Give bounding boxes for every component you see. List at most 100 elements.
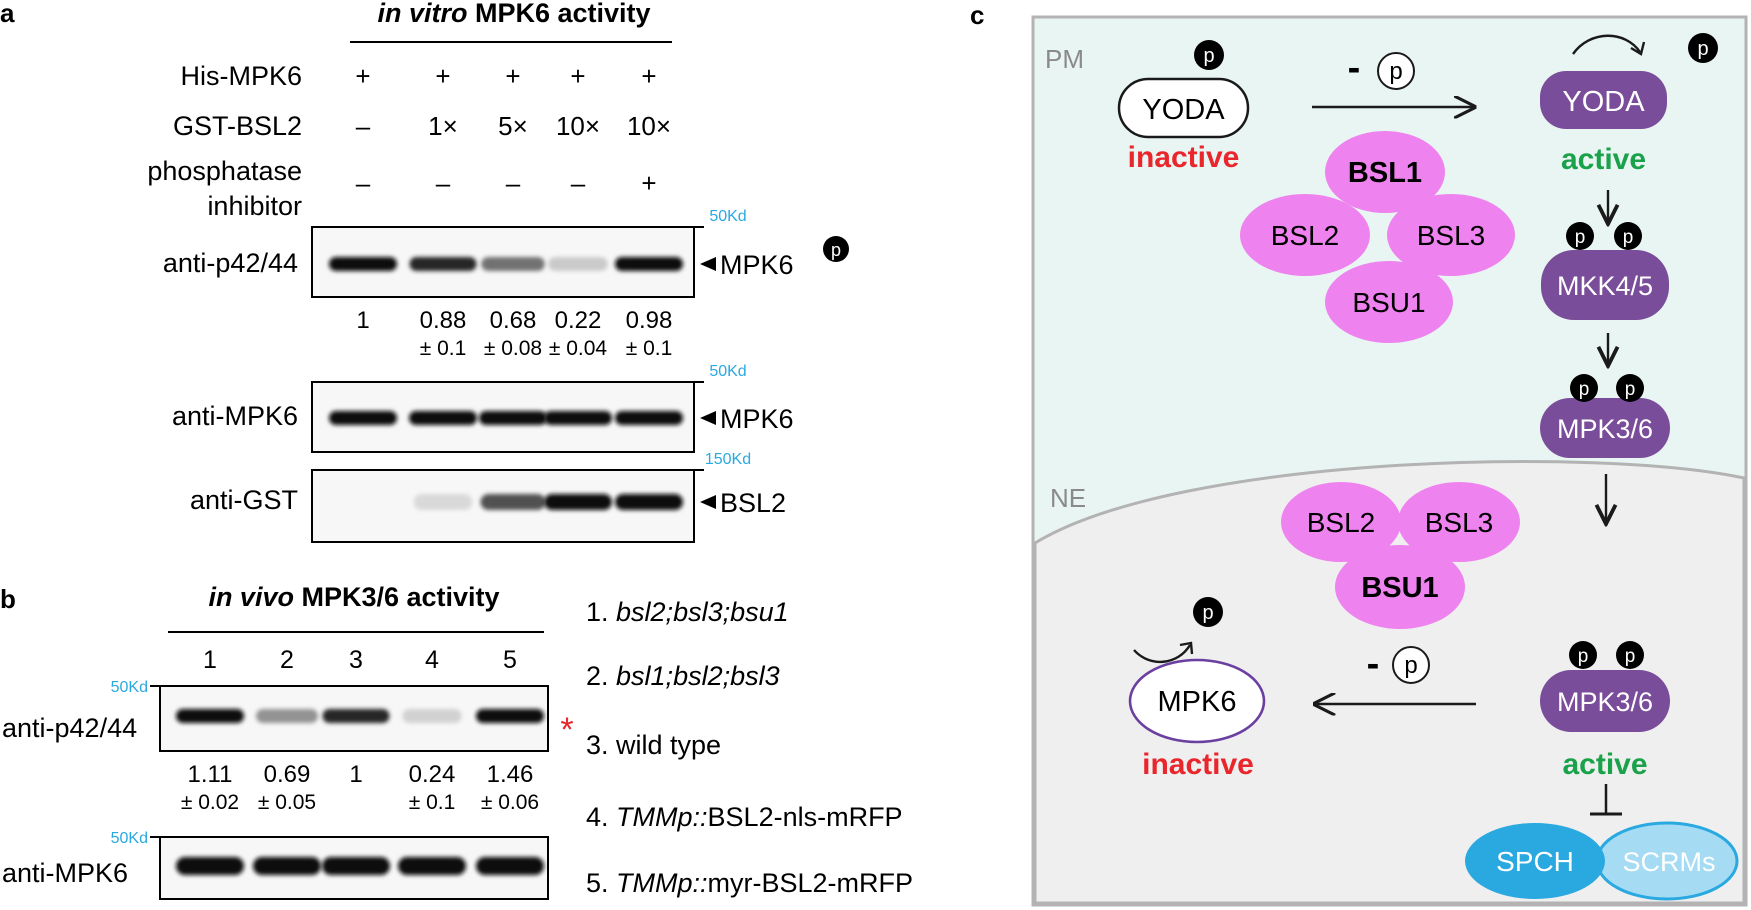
antibody-label: anti-p42/44	[2, 713, 137, 743]
phosphate-open-icon: p	[1392, 646, 1430, 684]
quant-mean: 1.11	[188, 761, 233, 788]
quant-mean: 0.88	[420, 307, 467, 334]
lane-number: 3	[349, 646, 363, 674]
band-label: BSL2	[720, 488, 786, 518]
quant-mean: 0.22	[555, 307, 602, 334]
band-arrowhead	[700, 411, 716, 425]
yoda-inactive-node	[1117, 77, 1250, 139]
condition-value: –	[436, 168, 451, 198]
condition-value: –	[506, 168, 521, 198]
condition-label: phosphatase	[147, 156, 302, 186]
bsu1-label-top: BSU1	[1352, 287, 1425, 318]
blot-band	[176, 857, 244, 875]
quant-sd: ± 0.02	[181, 791, 239, 814]
quant-mean: 0.98	[626, 307, 673, 334]
blot-band	[329, 257, 397, 271]
lane-number: 1	[203, 646, 217, 674]
condition-value: +	[435, 61, 450, 91]
legend-italic: TMMp::	[616, 802, 708, 832]
blot-band	[256, 709, 318, 723]
panel-c-label: c	[970, 0, 984, 30]
blot-band	[544, 411, 612, 425]
phospho-icon: p	[1616, 641, 1644, 669]
phosphate-open-icon: p	[1377, 52, 1415, 90]
mpk36-node-bottom	[1540, 670, 1670, 732]
panel-c: c PM NE YODA p inactive - p YODA p activ…	[970, 0, 1748, 907]
bsl1-node	[1325, 131, 1445, 213]
lane-number: 4	[425, 646, 439, 674]
mpk6-inactive-node	[1128, 658, 1266, 744]
band-arrowhead	[700, 495, 716, 509]
yoda-active-status: active	[1561, 143, 1646, 176]
panel-b-title-rest: MPK3/6 activity	[294, 582, 500, 612]
condition-value: +	[641, 168, 656, 198]
blot-band	[402, 709, 462, 723]
bsl2-label-bottom: BSL2	[1307, 507, 1376, 538]
antibody-label: anti-MPK6	[172, 401, 298, 431]
genotype-legend-item: 1. bsl2;bsl3;bsu1	[586, 597, 789, 627]
lane-number: 5	[503, 646, 517, 674]
bsu1-node-top	[1325, 261, 1453, 343]
quant-sd: ± 0.05	[258, 791, 316, 814]
quant-mean: 1	[356, 307, 369, 334]
spch-label: SPCH	[1496, 846, 1574, 877]
blot-band	[176, 709, 244, 723]
quant-mean: 0.69	[264, 761, 311, 788]
band-label: MPK6	[720, 250, 794, 280]
svg-text:p: p	[1202, 602, 1213, 624]
legend-number: 4.	[586, 802, 616, 832]
antibody-label: anti-p42/44	[163, 248, 298, 278]
mkk45-node	[1541, 250, 1669, 320]
band-label: MPK6	[720, 404, 794, 434]
condition-value: –	[356, 111, 371, 141]
spch-node	[1465, 823, 1605, 899]
svg-text:p: p	[1625, 379, 1636, 400]
condition-label: His-MPK6	[180, 61, 302, 91]
phosphate-release-arrow-top	[1572, 34, 1641, 55]
svg-text:p: p	[1579, 379, 1590, 400]
bsl3-label-bottom: BSL3	[1425, 507, 1494, 538]
legend-number: 1.	[586, 597, 616, 627]
panel-a-title-rest: MPK6 activity	[467, 0, 650, 28]
blot-band	[479, 411, 547, 425]
marker-label: 50Kd	[111, 679, 148, 696]
blot-band	[481, 257, 545, 271]
blot-band	[615, 257, 683, 271]
phospho-icon: p	[1614, 222, 1642, 250]
blot-band	[322, 709, 390, 723]
phospho-icon: p	[1193, 597, 1223, 627]
legend-number: 5.	[586, 868, 616, 898]
panel-b-label: b	[0, 584, 16, 614]
phospho-icon: p	[1569, 641, 1597, 669]
phosphate-release-arrow-bottom	[1133, 644, 1192, 664]
panel-b-title: in vivo MPK3/6 activity	[208, 582, 499, 612]
svg-text:p: p	[1575, 227, 1586, 248]
ne-label: NE	[1050, 483, 1086, 513]
legend-text: myr-BSL2-mRFP	[708, 868, 914, 898]
condition-value: +	[641, 61, 656, 91]
blot-band	[615, 494, 683, 510]
phosphate-release-arrowhead-top	[1630, 41, 1646, 56]
bsl2-label-top: BSL2	[1271, 220, 1340, 251]
nonspecific-band-asterisk: *	[560, 711, 573, 749]
legend-number: 3.	[586, 730, 616, 760]
legend-number: 2.	[586, 661, 616, 691]
marker-label: 50Kd	[709, 363, 746, 380]
condition-value: +	[355, 61, 370, 91]
blot-band	[480, 494, 546, 510]
condition-value: 10×	[627, 111, 671, 141]
bsl3-node-bottom	[1398, 482, 1520, 562]
svg-text:p: p	[1578, 646, 1589, 667]
bsl2-node-bottom	[1281, 482, 1401, 562]
genotype-legend-item: 2. bsl1;bsl2;bsl3	[586, 661, 780, 691]
panel-a-conditions: His-MPK6+++++GST-BSL2–1×5×10×10×phosphat…	[147, 61, 671, 221]
legend-text: BSL2-nls-mRFP	[708, 802, 903, 832]
pm-label: PM	[1045, 44, 1084, 74]
yoda-active-label: YODA	[1562, 86, 1645, 118]
quant-sd: ± 0.04	[549, 337, 608, 360]
panel-a-blots: anti-p42/4450KdMPK6anti-MPK650KdMPK6anti…	[163, 208, 849, 543]
